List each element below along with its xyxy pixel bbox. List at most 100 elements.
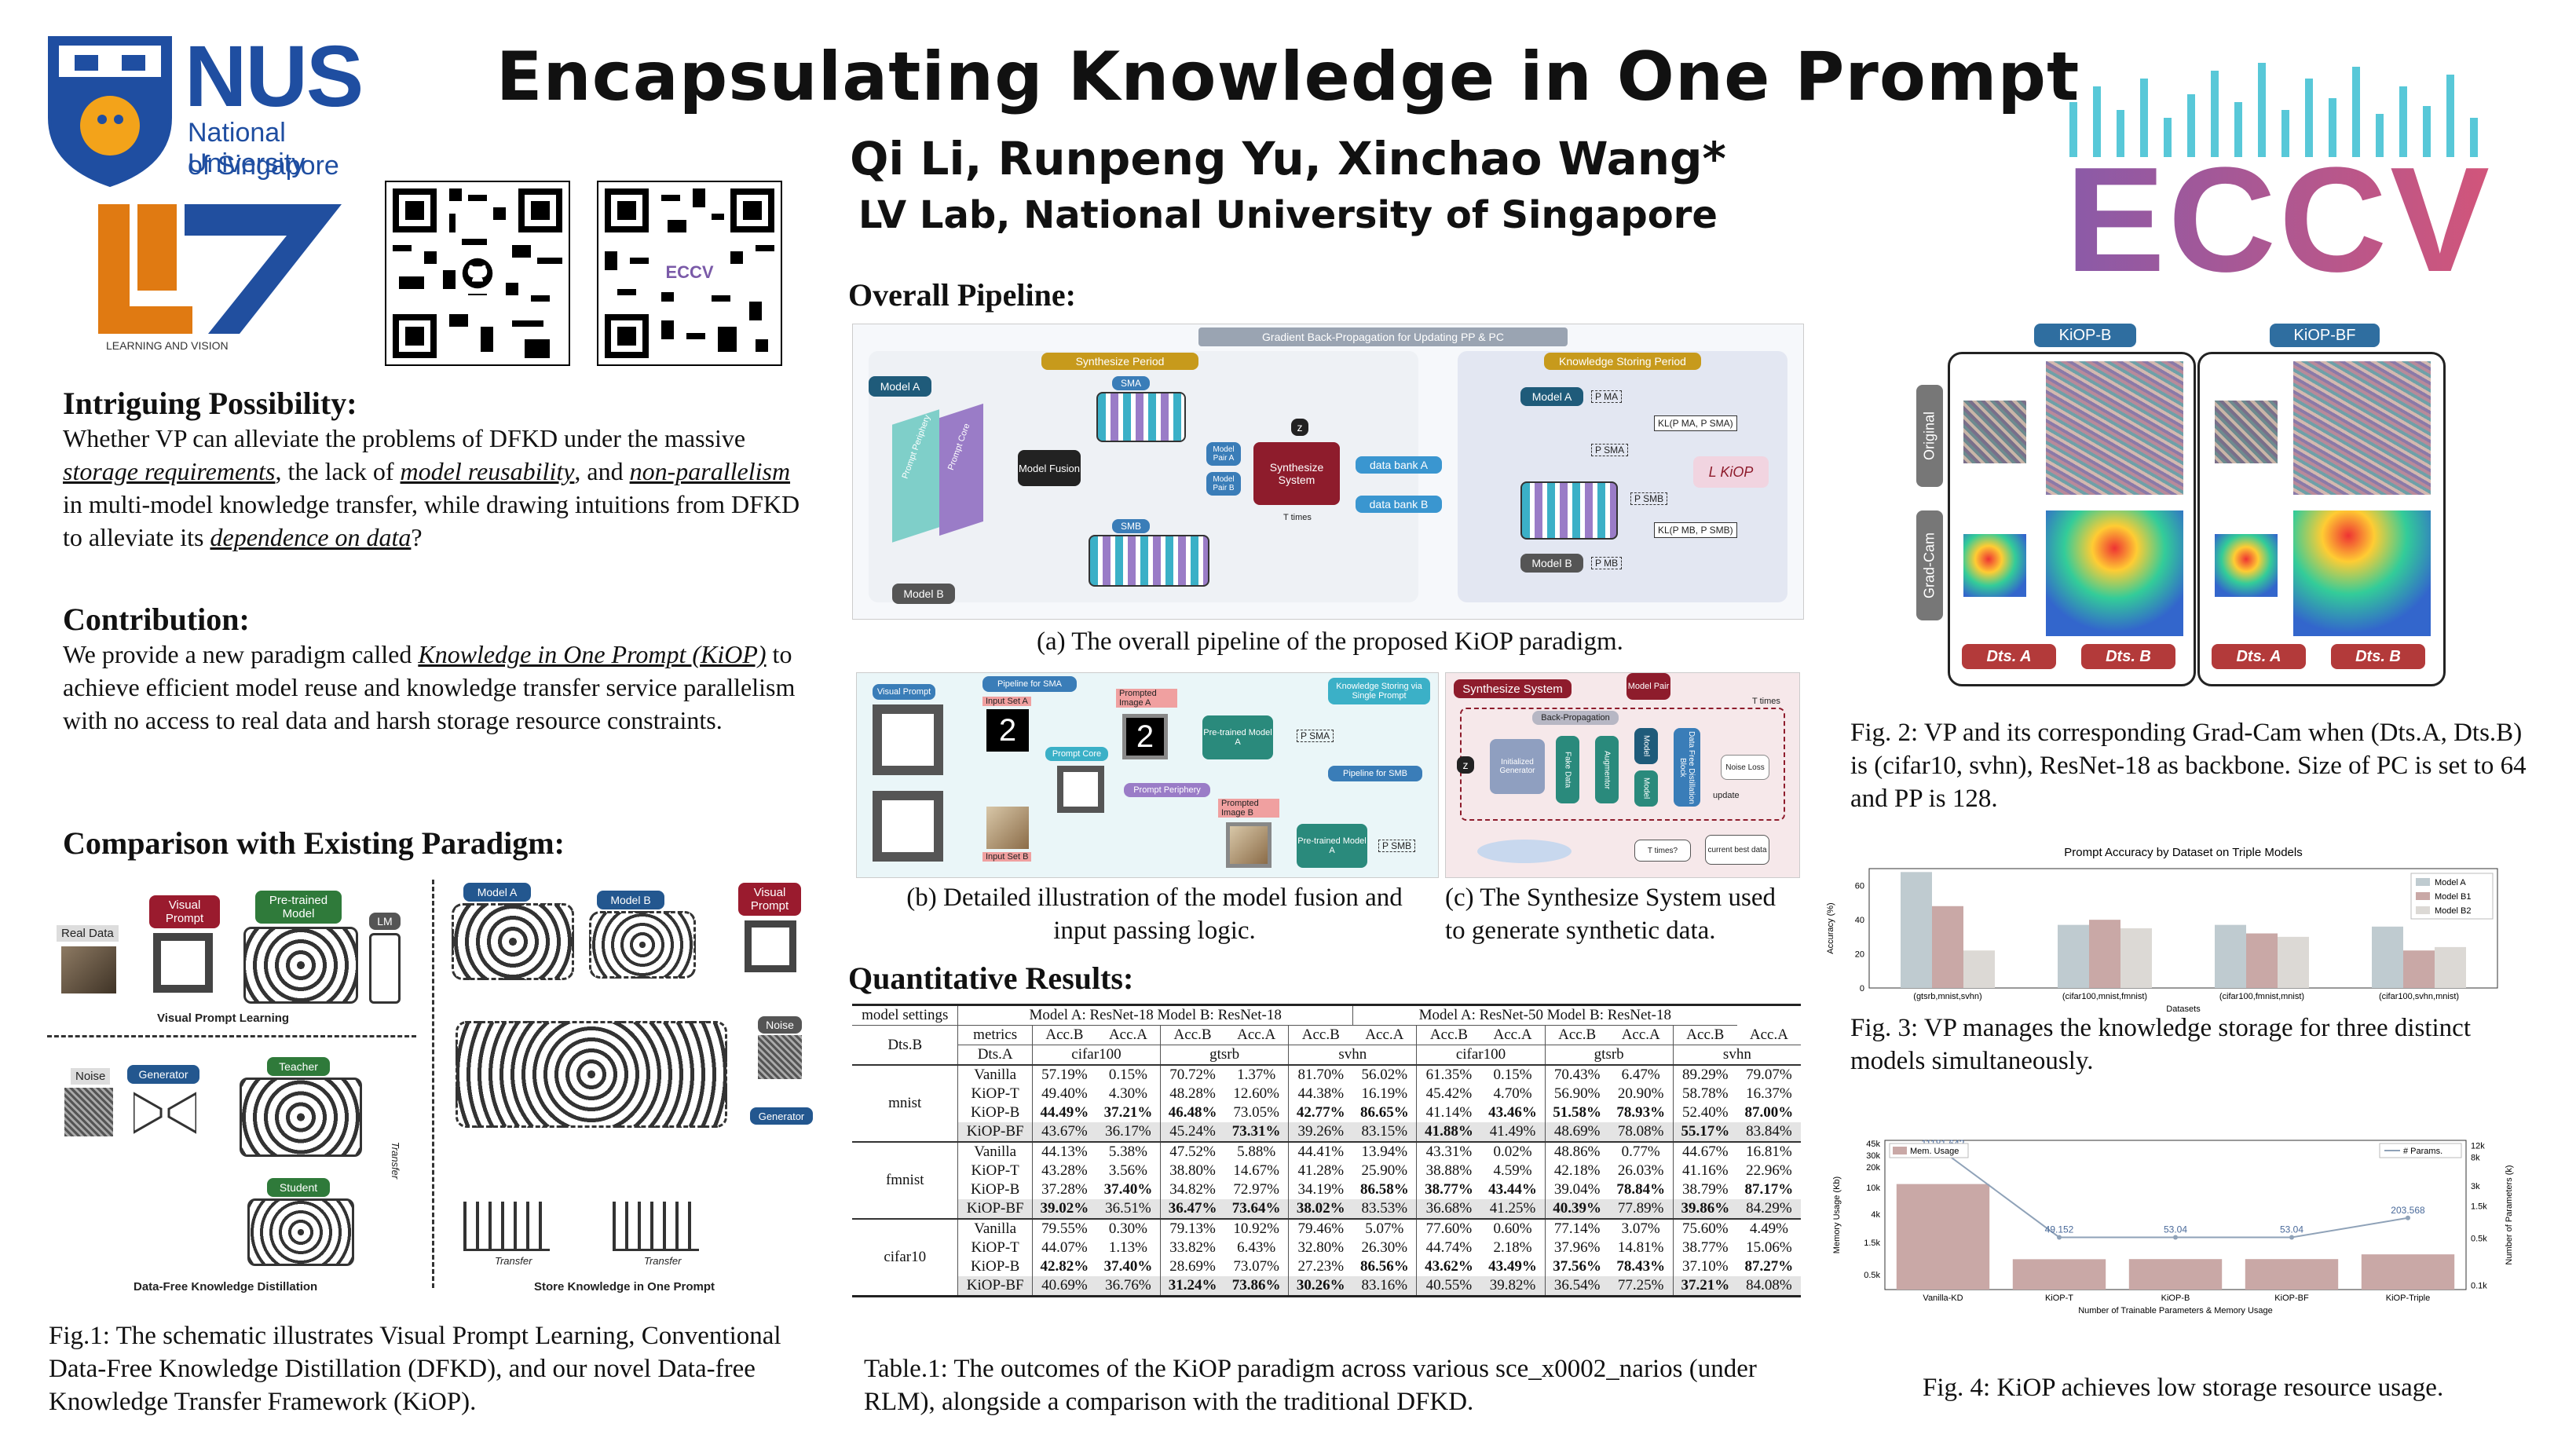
t-times-box-c: T times? [1634, 840, 1691, 862]
bar [2403, 950, 2435, 988]
dts-b-label-1: Dts. B [2081, 644, 2175, 669]
table-cell: 77.89% [1608, 1199, 1674, 1219]
table-cell: 77.25% [1608, 1276, 1674, 1297]
table-cell: 0.30% [1096, 1218, 1162, 1239]
th-accb: Acc.B [1160, 1025, 1225, 1045]
back-prop-tag: Back-Propagation [1532, 711, 1619, 725]
legend-label: Mem. Usage [1910, 1147, 1959, 1156]
intro-heading: Intriguing Possibility: [63, 386, 357, 421]
visual-prompt-frame [153, 933, 213, 993]
intro-underline: model reusability [400, 457, 575, 485]
noise-label: Noise [71, 1068, 111, 1085]
table-cell: 22.96% [1746, 1162, 1792, 1179]
row-method: KiOP-BF [957, 1276, 1033, 1297]
table-cell: 25.90% [1352, 1162, 1418, 1180]
table-cell: 38.88% [1425, 1162, 1473, 1179]
table-cell: 89.29% [1673, 1064, 1737, 1085]
fig-pipeline-b: Visual Prompt Pipeline for SMA Input Set… [856, 672, 1439, 878]
table-cell: 84.29% [1736, 1199, 1801, 1219]
table-cell: 44.49% [1040, 1104, 1089, 1121]
th-dataset: cifar100 [1416, 1045, 1546, 1066]
table-cell: 79.55% [1032, 1218, 1096, 1239]
fig2-gradcam: KiOP-B KiOP-BF Original Grad-Cam Dts. A … [1916, 322, 2513, 686]
y2-tick-label: 3k [2471, 1182, 2480, 1191]
y2-axis-label: Number of Parameters (k) [2505, 1165, 2514, 1264]
sma-tag: SMA [1112, 376, 1150, 390]
ks-period-tag: Knowledge Storing Period [1544, 353, 1701, 370]
table-cell: 58.78% [1682, 1085, 1729, 1102]
legend-label: # Params. [2403, 1147, 2442, 1156]
model2-c: Model [1634, 770, 1658, 807]
y2-tick-label: 8k [2471, 1154, 2480, 1163]
table-cell: 49.40% [1041, 1085, 1088, 1102]
smb-tag: SMB [1112, 519, 1150, 533]
th-dataset: svhn [1673, 1045, 1801, 1066]
vpl-label: Visual Prompt Learning [157, 1012, 290, 1025]
model-a-ks: Model A [1520, 387, 1583, 406]
table-cell: 36.51% [1096, 1199, 1162, 1219]
legend-swatch [2416, 878, 2430, 886]
contribution-heading: Contribution: [63, 602, 250, 637]
row-dataset-b: mnist [852, 1064, 959, 1142]
pretrained-a-block: Pre-trained Model A [1202, 715, 1273, 759]
model-b-block: Model B [892, 584, 955, 604]
table-cell: 56.02% [1352, 1064, 1418, 1085]
table-cell: 44.41% [1288, 1141, 1353, 1162]
dts-a-label-1: Dts. A [1962, 644, 2056, 669]
table-cell: 48.28% [1169, 1085, 1216, 1102]
x-axis-label: Number of Trainable Parameters & Memory … [2078, 1306, 2273, 1315]
table-cell: 37.21% [1673, 1276, 1737, 1297]
legend-box [2379, 1143, 2462, 1158]
kiop-bf-tag: KiOP-BF [2270, 324, 2380, 347]
pipeline-smb-tag: Pipeline for SMB [1328, 766, 1422, 781]
gradcam-image-a [1963, 534, 2026, 597]
table-cell: 4.70% [1480, 1085, 1546, 1103]
qr-code-eccv[interactable]: ECCV [597, 181, 782, 366]
lm-box [369, 933, 401, 1004]
legend-swatch [2416, 892, 2430, 900]
table-cell: 33.82% [1169, 1239, 1216, 1256]
x-tick-label: (cifar100,fmnist,mnist) [2219, 992, 2304, 1001]
table-cell: 36.76% [1096, 1276, 1162, 1297]
contribution-text-part: We provide a new paradigm called [63, 640, 419, 668]
sma-network [1096, 392, 1186, 442]
current-best-c: current best data [1705, 835, 1769, 865]
table-cell: 26.03% [1608, 1162, 1674, 1180]
table-cell: 4.49% [1736, 1218, 1801, 1239]
th-accb: Acc.B [1032, 1025, 1096, 1045]
table-cell: 41.16% [1682, 1162, 1729, 1179]
bar [2435, 946, 2466, 988]
transfer-label-dfkd: Transfer [390, 1141, 402, 1180]
prompt-core-frame [1057, 766, 1104, 813]
table-cell: 86.58% [1352, 1180, 1418, 1199]
t-times-label: T times [1283, 513, 1312, 522]
table-cell: 45.42% [1425, 1085, 1473, 1102]
legend-label: Model A [2435, 878, 2466, 887]
table-cell: 37.40% [1096, 1257, 1162, 1276]
y2-tick-label: 1.5k [2471, 1202, 2487, 1212]
table-cell: 0.15% [1480, 1064, 1546, 1085]
th-settings: model settings [852, 1004, 959, 1026]
contribution-section: Contribution: We provide a new paradigm … [63, 601, 801, 737]
table-cell: 39.26% [1288, 1122, 1353, 1142]
affiliation: LV Lab, National University of Singapore [858, 193, 1718, 237]
y2-tick-label: 0.5k [2471, 1235, 2487, 1244]
bar [2128, 1259, 2223, 1290]
intro-text-part: ? [411, 523, 423, 551]
table-cell: 43.49% [1480, 1257, 1546, 1276]
table-cell: 78.84% [1608, 1180, 1674, 1199]
divider-v [432, 880, 434, 1288]
intro-text-part: in multi-model knowledge transfer, while… [63, 490, 800, 551]
bar [2245, 1259, 2339, 1290]
y-tick-label: 0.5k [1864, 1271, 1880, 1280]
th-acca: Acc.A [1224, 1025, 1290, 1045]
table-cell: 3.07% [1608, 1218, 1674, 1239]
qr-code-github[interactable] [385, 181, 570, 366]
bank-b-block: data bank B [1356, 496, 1442, 513]
bar [2012, 1259, 2106, 1290]
